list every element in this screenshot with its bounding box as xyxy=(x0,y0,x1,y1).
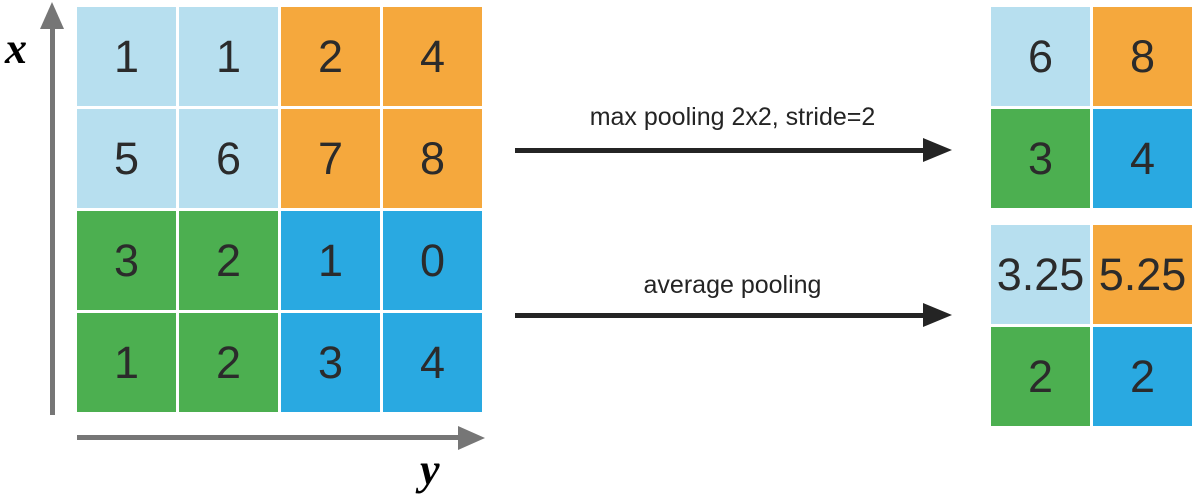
matrix-cell: 3 xyxy=(991,109,1090,208)
matrix-cell: 1 xyxy=(77,7,176,106)
matrix-cell: 6 xyxy=(179,109,278,208)
matrix-cell: 3 xyxy=(77,211,176,310)
average-pooling-arrow xyxy=(515,313,925,318)
y-axis-line xyxy=(77,435,460,440)
matrix-cell: 3.25 xyxy=(991,225,1090,324)
matrix-cell: 3 xyxy=(281,313,380,412)
x-axis-arrowhead-icon xyxy=(40,2,64,29)
max-pooling-label: max pooling 2x2, stride=2 xyxy=(589,103,876,131)
matrix-cell: 1 xyxy=(77,313,176,412)
matrix-cell: 2 xyxy=(179,211,278,310)
matrix-cell: 2 xyxy=(1093,327,1192,426)
max-pooling-arrowhead-icon xyxy=(923,138,952,162)
matrix-cell: 1 xyxy=(179,7,278,106)
matrix-cell: 8 xyxy=(383,109,482,208)
matrix-cell: 0 xyxy=(383,211,482,310)
matrix-cell: 2 xyxy=(991,327,1090,426)
matrix-cell: 8 xyxy=(1093,7,1192,106)
x-axis-label: x xyxy=(5,24,27,73)
x-axis-line xyxy=(50,24,55,415)
average-pooling-label: average pooling xyxy=(643,271,822,299)
matrix-cell: 6 xyxy=(991,7,1090,106)
matrix-cell: 1 xyxy=(281,211,380,310)
matrix-cell: 2 xyxy=(179,313,278,412)
max-pooling-arrow xyxy=(515,148,925,153)
y-axis-arrowhead-icon xyxy=(458,426,485,450)
matrix-cell: 5.25 xyxy=(1093,225,1192,324)
matrix-cell: 2 xyxy=(281,7,380,106)
matrix-cell: 4 xyxy=(383,313,482,412)
matrix-cell: 7 xyxy=(281,109,380,208)
matrix-cell: 4 xyxy=(1093,109,1192,208)
y-axis-label: y xyxy=(420,445,440,494)
matrix-cell: 5 xyxy=(77,109,176,208)
matrix-cell: 4 xyxy=(383,7,482,106)
average-pooling-arrowhead-icon xyxy=(923,303,952,327)
